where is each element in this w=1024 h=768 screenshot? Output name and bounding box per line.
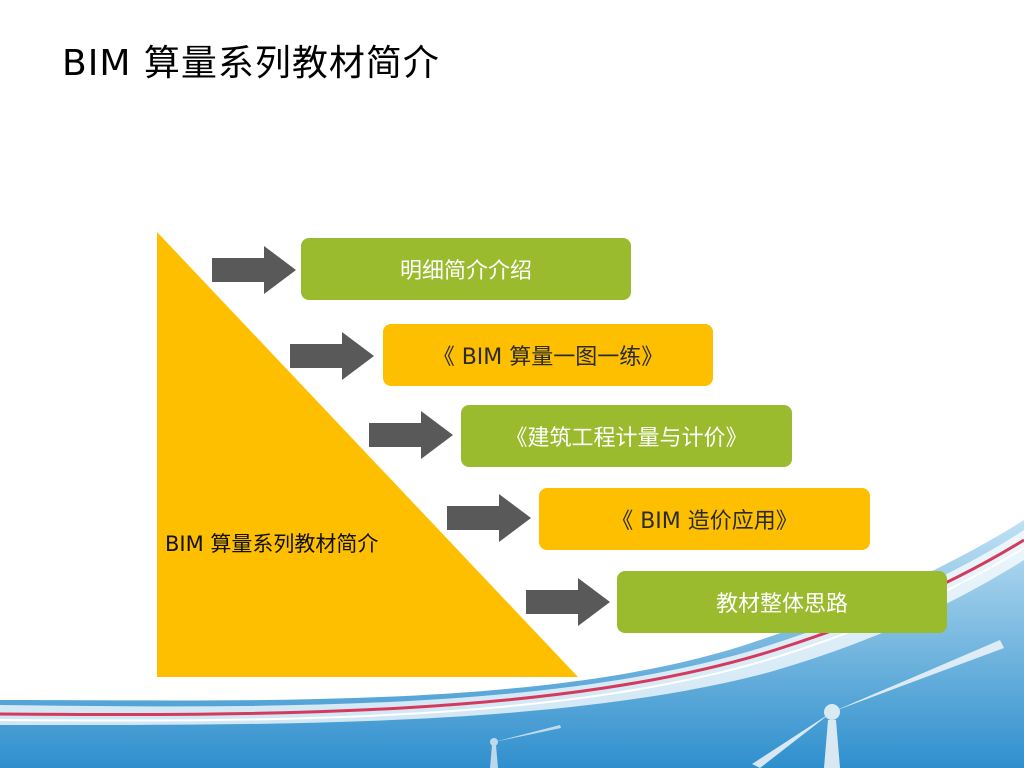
right-arrow-icon	[290, 332, 374, 380]
right-arrow-icon	[212, 246, 296, 294]
step-box-bim-cost: 《 BIM 造价应用》	[539, 488, 870, 550]
wind-turbine-icon	[752, 640, 1004, 768]
step-box-overall-idea: 教材整体思路	[617, 571, 947, 633]
right-arrow-icon	[369, 411, 453, 459]
right-arrow-icon	[447, 494, 531, 542]
page-title: BIM 算量系列教材简介	[62, 43, 440, 84]
step-box-intro: 明细简介介绍	[301, 238, 631, 300]
step-box-construction-pricing: 《建筑工程计量与计价》	[461, 405, 792, 467]
step-box-bim-practice: 《 BIM 算量一图一练》	[383, 324, 713, 386]
triangle-label: BIM 算量系列教材简介	[165, 532, 379, 556]
right-arrow-icon	[526, 578, 610, 626]
wind-turbine-icon	[490, 725, 561, 768]
